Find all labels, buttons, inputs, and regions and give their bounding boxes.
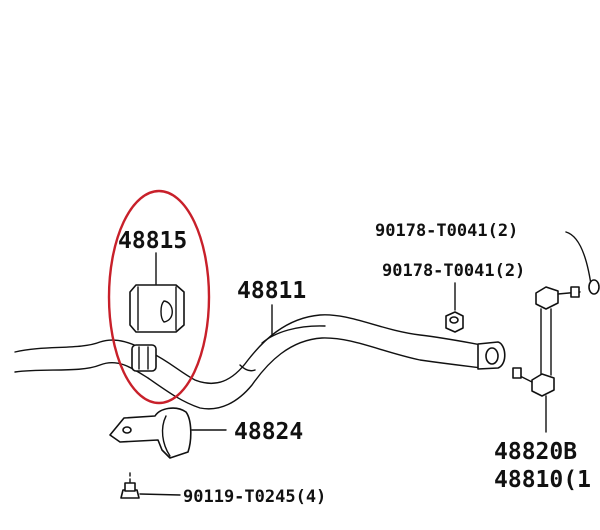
bar-bushing [131,344,157,372]
label-90178-upper: 90178-T0041(2) [375,221,518,241]
highlight-ellipse [107,189,211,405]
label-48820b: 48820B [494,439,577,465]
label-48815: 48815 [118,228,187,254]
nut-part [445,282,464,333]
label-90119: 90119-T0245(4) [183,487,326,507]
label-48824: 48824 [234,419,303,445]
label-90178-lower: 90178-T0041(2) [382,261,525,281]
label-48810: 48810(1 [494,467,591,493]
bolt-part [120,472,181,499]
bushing-part [129,252,185,333]
label-48811: 48811 [237,278,306,304]
bracket-part [109,407,227,459]
stabilizer-bar [14,314,506,410]
stabilizer-link [512,231,600,433]
